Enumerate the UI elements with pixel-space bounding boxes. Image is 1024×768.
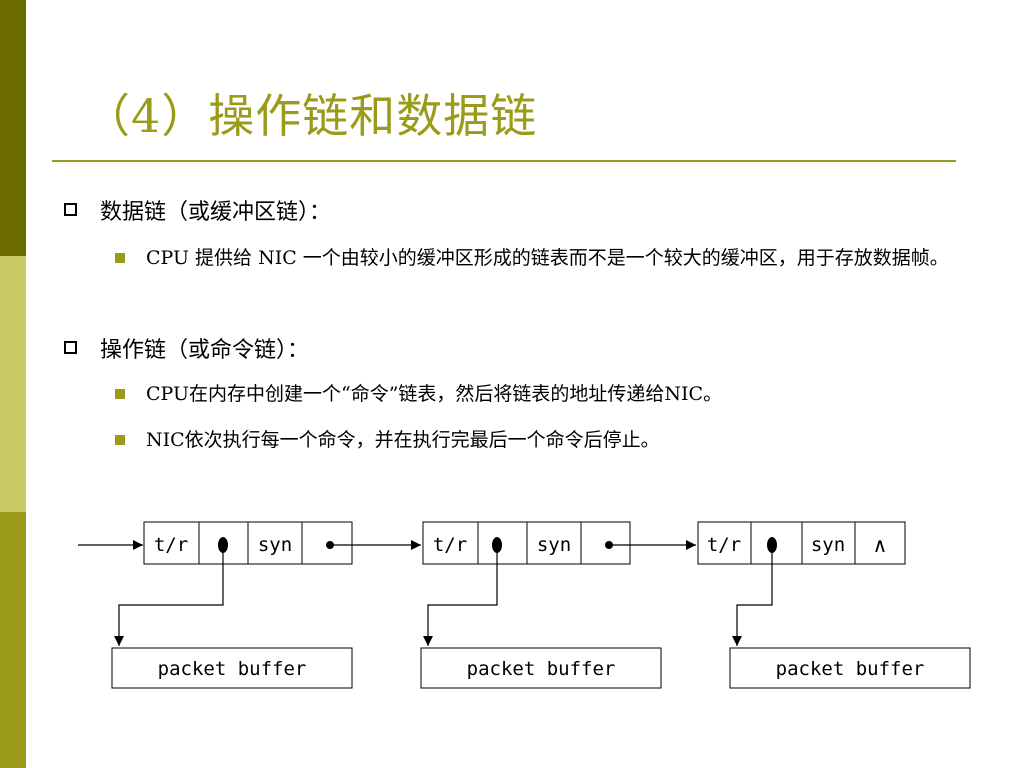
buffer-link-arrow — [423, 553, 498, 646]
bullet-data-chain: 数据链（或缓冲区链）： — [100, 200, 332, 225]
bullet-command-chain: 操作链（或命令链）： — [100, 338, 310, 363]
buffer-pointer-dot-icon — [218, 537, 228, 553]
filled-square-bullet-icon — [115, 253, 125, 263]
node-field-tr: t/r — [433, 534, 467, 556]
title-divider — [52, 160, 956, 162]
null-pointer-symbol: ∧ — [873, 533, 888, 557]
buffer-pointer-dot-icon — [767, 537, 777, 553]
node-field-syn: syn — [811, 534, 845, 556]
sidebar-stripe-light — [0, 256, 26, 512]
packet-buffer-label: packet buffer — [467, 658, 616, 680]
sub-bullet-command-exec: NIC依次执行每一个命令，并在执行完最后一个命令后停止。 — [146, 429, 660, 451]
sidebar-stripe-dark — [0, 0, 26, 256]
hollow-square-bullet-icon — [64, 203, 77, 216]
list-node: t/r syn — [143, 521, 353, 565]
buffer-pointer-dot-icon — [492, 537, 502, 553]
buffer-link-arrow — [114, 553, 224, 646]
buffer-link-arrow — [732, 553, 773, 646]
filled-square-bullet-icon — [115, 389, 125, 399]
node-field-syn: syn — [258, 534, 292, 556]
node-field-syn: syn — [537, 534, 571, 556]
packet-buffer-box — [420, 647, 662, 689]
sub-bullet-command-list: CPU在内存中创建一个“命令”链表，然后将链表的地址传递给NIC。 — [146, 383, 723, 405]
packet-buffer-label: packet buffer — [158, 658, 307, 680]
filled-square-bullet-icon — [115, 435, 125, 445]
packet-buffer-box — [729, 647, 971, 689]
slide-title: （4）操作链和数据链 — [84, 89, 538, 143]
packet-buffer-box — [111, 647, 353, 689]
sidebar-stripe-mid — [0, 512, 26, 768]
list-node: t/r syn — [422, 521, 631, 565]
node-field-tr: t/r — [707, 534, 741, 556]
list-node: t/r syn ∧ — [697, 521, 906, 565]
sub-bullet-data-chain-desc: CPU 提供给 NIC 一个由较小的缓冲区形成的链表而不是一个较大的缓冲区，用于… — [146, 247, 949, 269]
packet-buffer-label: packet buffer — [776, 658, 925, 680]
hollow-square-bullet-icon — [64, 341, 77, 354]
node-field-tr: t/r — [154, 534, 188, 556]
